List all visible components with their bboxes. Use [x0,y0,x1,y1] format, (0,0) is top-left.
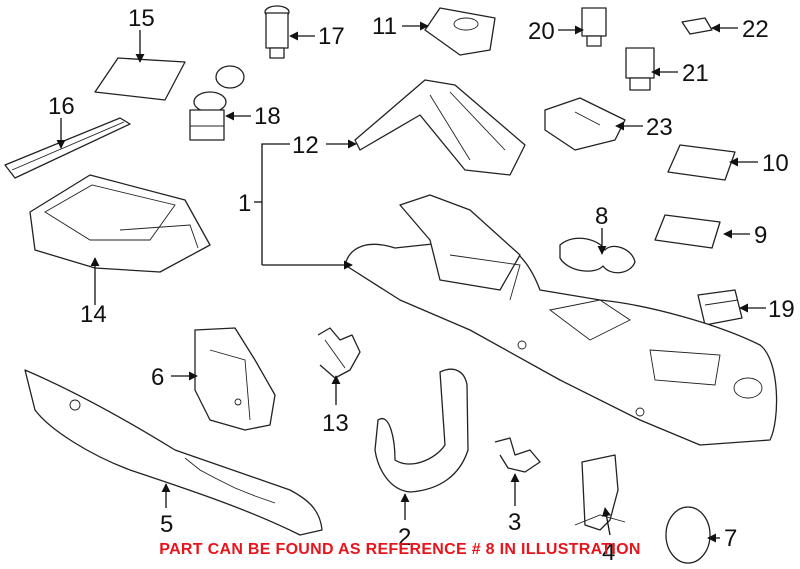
part-6-bracket [194,327,276,431]
callout-16: 16 [48,93,75,120]
callout-18: 18 [254,103,281,130]
part-2-support-bracket [374,368,469,493]
part-3-bracket [494,437,541,473]
callout-7: 7 [724,525,737,552]
callout-4: 4 [602,539,615,566]
callout-11: 11 [372,13,397,40]
part-21-switch [625,47,655,91]
part-12-bracket [354,79,526,176]
callout-13: 13 [322,410,349,437]
reference-notice: PART CAN BE FOUND AS REFERENCE # 8 IN IL… [159,541,641,558]
callout-2: 2 [398,524,411,551]
callout-labels: 15 16 14 17 18 11 20 22 21 23 12 10 1 8 … [48,5,795,566]
part-4-support [574,454,626,531]
part-15-pad [94,57,186,101]
callout-23: 23 [646,114,673,141]
leader-lines [56,21,766,543]
part-14-storage-bin [29,174,211,273]
callout-9: 9 [754,222,767,249]
callout-1: 1 [238,190,251,217]
callout-21: 21 [682,60,709,87]
callout-8: 8 [595,203,608,230]
callout-5: 5 [160,511,173,538]
part-19-connector [697,289,743,326]
part-18-cup-holder [189,65,245,141]
callout-6: 6 [151,364,164,391]
callout-20: 20 [528,18,555,45]
part-console-assembly [344,194,778,446]
part-10-pad [667,144,736,181]
callout-3: 3 [508,509,521,536]
callout-22: 22 [742,16,769,43]
part-20-clip [581,7,607,47]
part-22-button [681,17,713,35]
callout-12: 12 [292,132,319,159]
part-17-cap [264,5,290,59]
part-5-side-panel [24,369,323,536]
callout-10: 10 [762,150,789,177]
part-16-trim-strip [4,117,131,179]
callout-19: 19 [768,296,795,323]
callout-17: 17 [318,23,345,50]
part-8-cup-holder-insert [559,237,636,274]
part-11-cover [424,7,496,56]
part-13-clip [317,327,361,379]
callout-15: 15 [128,5,155,32]
part-9-pad [654,214,721,249]
callout-14: 14 [80,301,107,328]
part-23-module [544,97,626,151]
